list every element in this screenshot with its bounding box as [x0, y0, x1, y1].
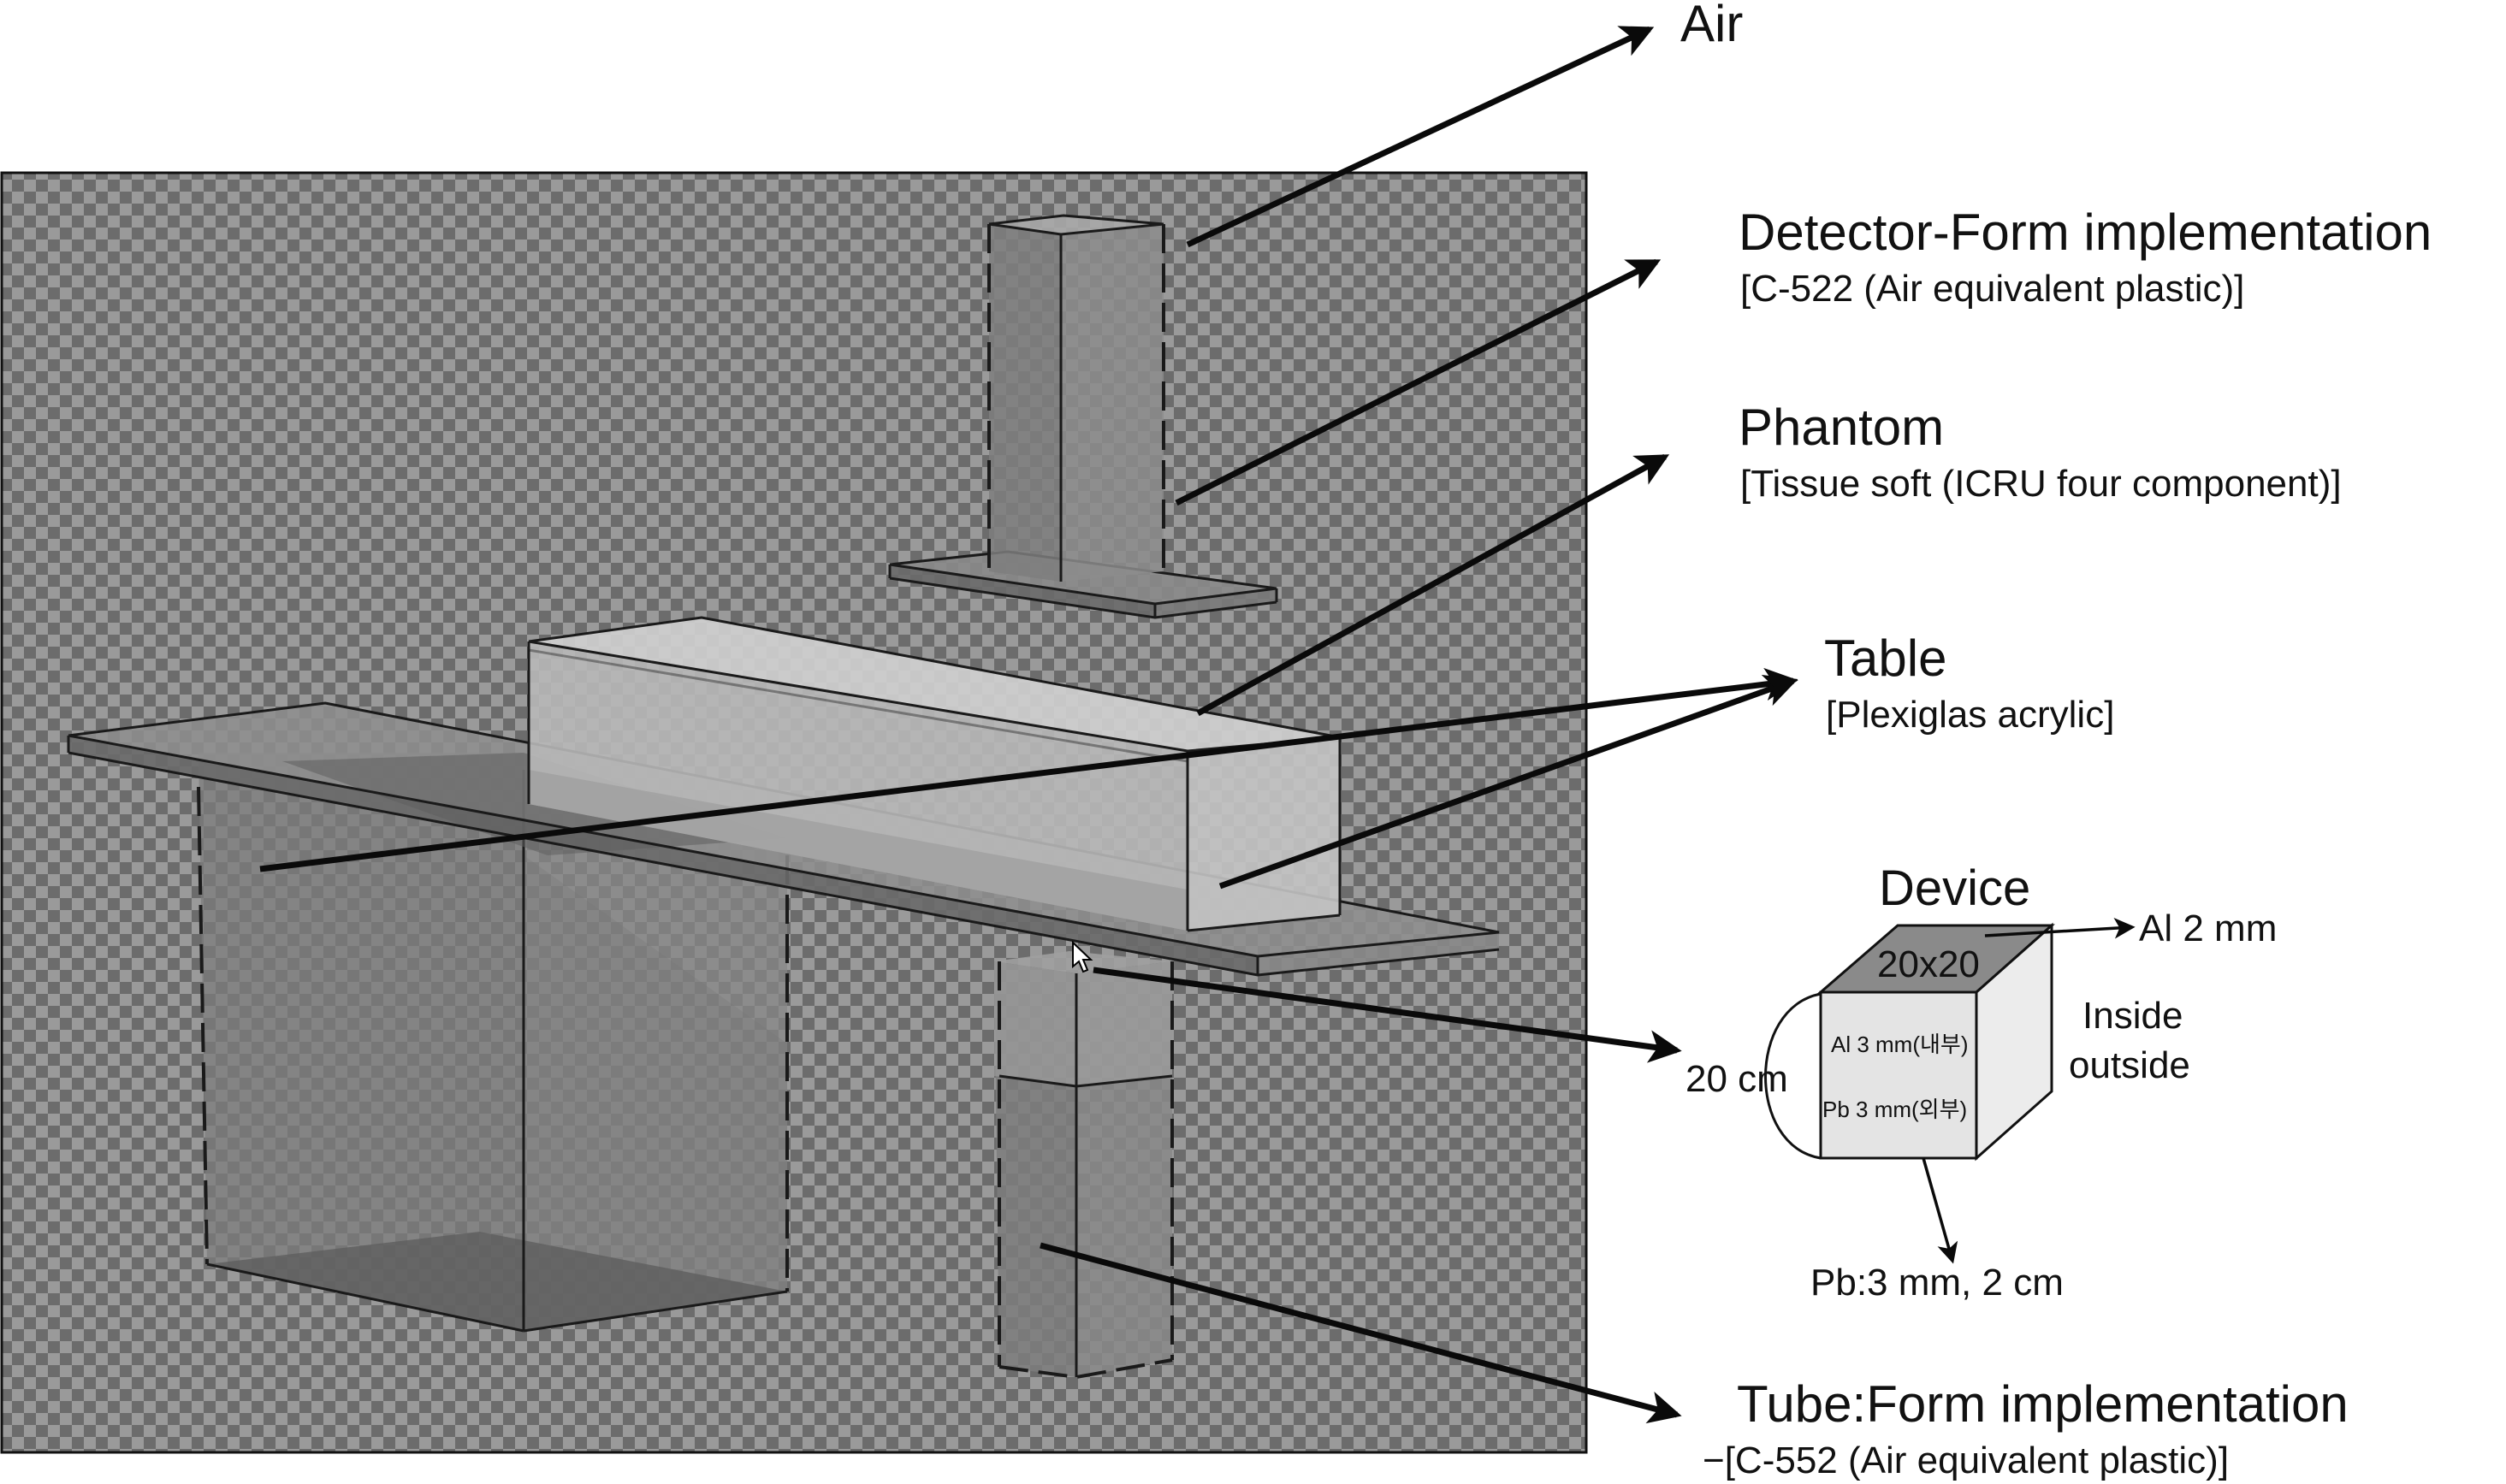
device-front-al-label: Al 3 mm(내부): [1831, 1032, 1969, 1057]
detector-title: Detector-Form implementation: [1739, 204, 2432, 261]
device-al-top-label: Al 2 mm: [2139, 908, 2277, 949]
table-title: Table: [1824, 630, 1946, 687]
tube-title: Tube:Form implementation: [1737, 1375, 2349, 1433]
large-box-shape: [197, 753, 789, 1333]
viewport: [0, 171, 1588, 1454]
phantom-block-shape: [527, 616, 1342, 932]
air-arrow: [1186, 26, 1655, 248]
phantom-arrow: [1196, 453, 1670, 717]
phantom-material: [Tissue soft (ICRU four component)]: [1740, 463, 2342, 505]
al-top-arrow: [1984, 917, 2136, 939]
pb-bottom-arrow: [1922, 1157, 1958, 1264]
component-labels: Air Detector-Form implementation [C-522 …: [1680, 0, 2432, 1481]
phantom-title: Phantom: [1739, 399, 1944, 456]
detector-column-shape: [888, 214, 1278, 619]
air-label: Air: [1680, 0, 1743, 52]
mouse-cursor-icon: [1072, 940, 1093, 973]
table-arrow-left: [259, 667, 1798, 872]
table-material: [Plexiglas acrylic]: [1826, 694, 2114, 736]
tube-column-shape: [994, 951, 1174, 1380]
height-brace: [1764, 992, 1822, 1160]
tube-arrow: [1040, 1242, 1682, 1424]
tube-material: −[C-552 (Air equivalent plastic)]: [1703, 1440, 2229, 1481]
device-side-outside-label: outside: [2069, 1044, 2190, 1086]
detector-arrow: [1175, 258, 1662, 506]
table-arrow-right: [1218, 674, 1798, 890]
device-side-inside-label: Inside: [2082, 995, 2183, 1037]
leader-arrows: [259, 26, 1798, 1424]
device-bottom-label: Pb:3 mm, 2 cm: [1810, 1262, 2064, 1304]
device-front-pb-label: Pb 3 mm(외부): [1822, 1097, 1967, 1122]
device-top-face-label: 20x20: [1877, 943, 1980, 985]
device-inset: Device 20x20 Al 3 mm(내부) Pb 3 mm(외부) Al …: [1685, 860, 2277, 1304]
device-cube-shape: [1816, 922, 2055, 1162]
device-height-label: 20 cm: [1685, 1058, 1788, 1100]
device-arrow: [1093, 967, 1682, 1063]
detector-material: [C-522 (Air equivalent plastic)]: [1740, 268, 2244, 310]
device-title: Device: [1879, 860, 2030, 916]
